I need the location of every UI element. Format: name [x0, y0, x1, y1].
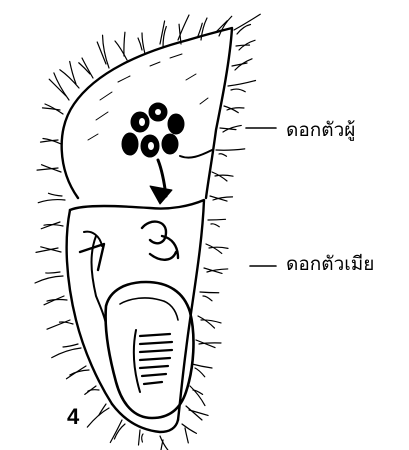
hair-line [60, 70, 79, 88]
hair-line [46, 272, 60, 273]
hair-line [138, 38, 142, 50]
hair-line [199, 343, 221, 344]
hair-line [195, 368, 205, 377]
hair-line [52, 348, 81, 358]
hair-line [43, 108, 61, 110]
hair-line [44, 296, 64, 305]
male-flower [122, 103, 212, 204]
hair-line [216, 149, 245, 150]
hair-line [201, 320, 221, 323]
hair-line [142, 434, 143, 442]
hair-line [219, 154, 227, 157]
lower-bract [70, 200, 204, 420]
hair-line [209, 247, 228, 248]
hair-line [200, 292, 219, 293]
hair-line [211, 224, 219, 227]
hair-line [88, 390, 99, 392]
hair-line [63, 344, 78, 347]
hair-line [208, 219, 226, 220]
hair-line [115, 41, 127, 60]
hair-line [182, 424, 196, 433]
female-flower-label: ดอกตัวเมีย [286, 255, 374, 274]
hair-line [219, 16, 232, 36]
style-hook [142, 222, 178, 260]
hair-line [49, 193, 63, 196]
hair-line [206, 244, 222, 253]
hair-line [203, 296, 212, 301]
hair-line [189, 410, 208, 415]
upper-bract [62, 28, 232, 198]
hair-line [44, 225, 63, 226]
hair-line [47, 299, 67, 301]
hair-line [185, 428, 188, 443]
hair-line [231, 89, 245, 92]
hair-line [237, 25, 251, 35]
hair-line [224, 106, 238, 113]
hair-line [38, 200, 65, 203]
hair-line [234, 14, 260, 30]
hair-line [110, 420, 122, 443]
hair-line [35, 276, 63, 283]
hair-line [215, 175, 233, 176]
hair-line [192, 364, 212, 368]
hair-line [228, 81, 256, 87]
hair-line [190, 386, 205, 406]
hair-line [163, 27, 166, 49]
hair-line [159, 440, 163, 450]
male-flower-label: ดอกตัวผู้ [286, 121, 355, 140]
hair-line [79, 63, 90, 74]
hair-line [47, 320, 70, 329]
hair-line [198, 316, 215, 328]
figure-number: 4 [67, 406, 79, 428]
hair-line [142, 33, 145, 54]
hair-line [87, 408, 109, 427]
hair-line [139, 430, 141, 445]
hair-line [124, 32, 125, 56]
hair-line [212, 172, 227, 181]
